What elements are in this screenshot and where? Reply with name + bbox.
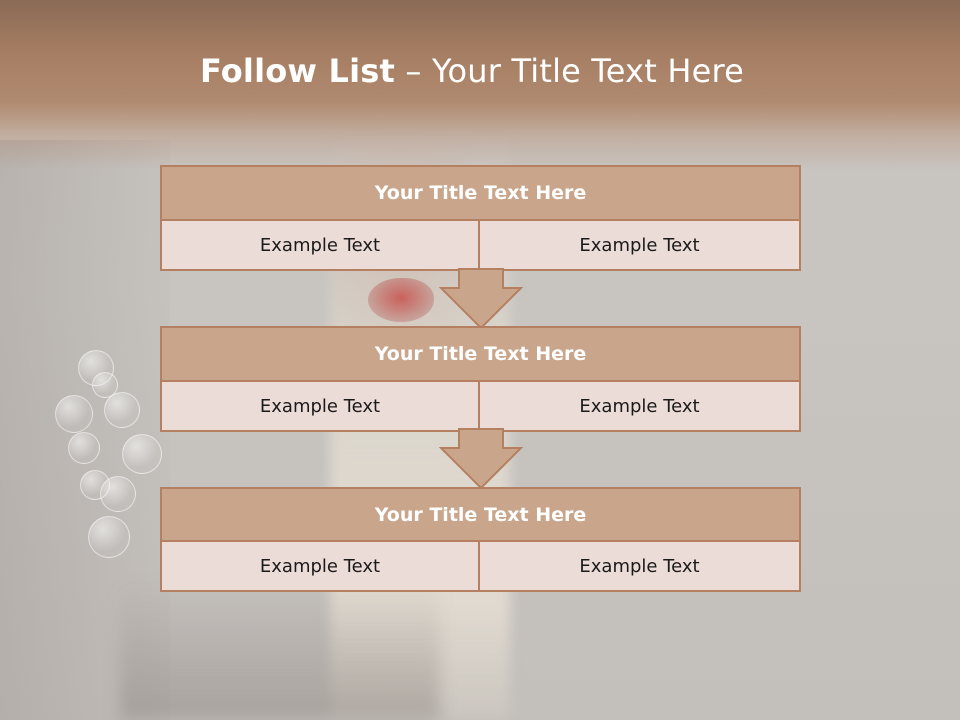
down-arrow-icon [439, 428, 523, 490]
step-cell-right: Example Text [480, 221, 801, 271]
step-title: Your Title Text Here [160, 165, 801, 221]
step-row: Example Text Example Text [160, 221, 801, 271]
bubble-8 [100, 476, 136, 512]
down-arrow-icon [439, 268, 523, 330]
step-row: Example Text Example Text [160, 542, 801, 592]
step-block-2: Your Title Text Here Example Text Exampl… [160, 326, 801, 432]
background-hair-shadow [0, 140, 170, 720]
bubble-5 [68, 432, 100, 464]
slide-title-bold: Follow List [199, 52, 396, 90]
step-cell-left: Example Text [160, 542, 480, 592]
step-cell-left: Example Text [160, 382, 480, 432]
bubble-3 [55, 395, 93, 433]
step-title: Your Title Text Here [160, 326, 801, 382]
step-cell-right: Example Text [480, 542, 801, 592]
step-cell-left: Example Text [160, 221, 480, 271]
step-title: Your Title Text Here [160, 487, 801, 542]
step-block-3: Your Title Text Here Example Text Exampl… [160, 487, 801, 592]
step-cell-right: Example Text [480, 382, 801, 432]
background-lips [368, 278, 434, 322]
bubble-9 [88, 516, 130, 558]
bubble-4 [104, 392, 140, 428]
bubble-6 [122, 434, 162, 474]
step-block-1: Your Title Text Here Example Text Exampl… [160, 165, 801, 271]
slide-title-rest: – Your Title Text Here [395, 52, 745, 90]
step-row: Example Text Example Text [160, 382, 801, 432]
slide-title: Follow List – Your Title Text Here [0, 52, 944, 90]
background-fur [120, 580, 440, 720]
